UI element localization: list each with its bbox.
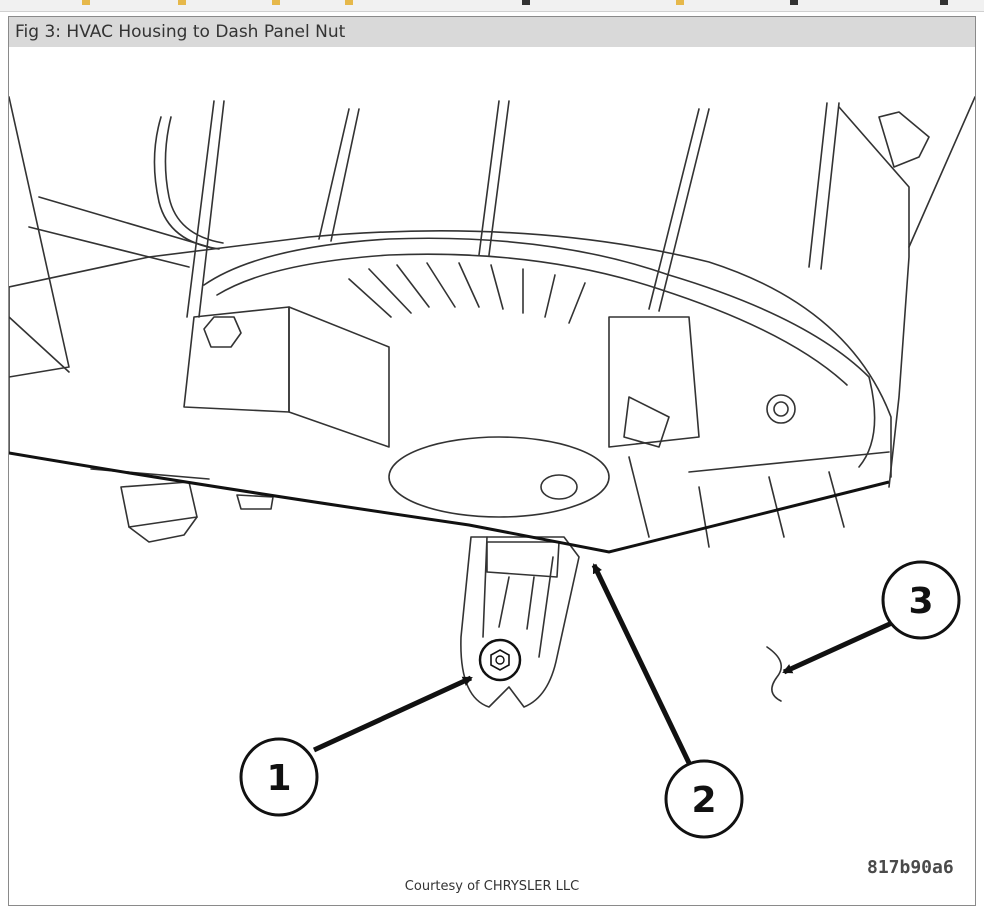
figure-caption: Fig 3: HVAC Housing to Dash Panel Nut <box>9 17 975 47</box>
bookmark-icon <box>676 0 684 5</box>
bookmark-icon <box>272 0 280 5</box>
callout-1-label: 1 <box>266 758 291 799</box>
figure-credit: Courtesy of CHRYSLER LLC <box>404 879 580 894</box>
image-code: 817b90a6 <box>867 857 954 878</box>
figure-frame: Fig 3: HVAC Housing to Dash Panel Nut <box>8 16 976 906</box>
hvac-housing-illustration: 1 2 3 <box>9 96 975 839</box>
callout-2: 2 <box>664 759 744 839</box>
bookmark-icon <box>82 0 90 5</box>
dash-panel-nut <box>478 638 522 682</box>
bookmark-icon <box>790 0 798 5</box>
callout-1: 1 <box>239 737 319 817</box>
bookmark-icon <box>522 0 530 5</box>
callout-3-label: 3 <box>908 581 933 622</box>
bookmark-icon <box>940 0 948 5</box>
callout-2-label: 2 <box>691 780 716 821</box>
browser-top-strip <box>0 0 984 12</box>
callout-3: 3 <box>881 560 961 640</box>
bookmark-icon <box>345 0 353 5</box>
bookmark-icon <box>178 0 186 5</box>
